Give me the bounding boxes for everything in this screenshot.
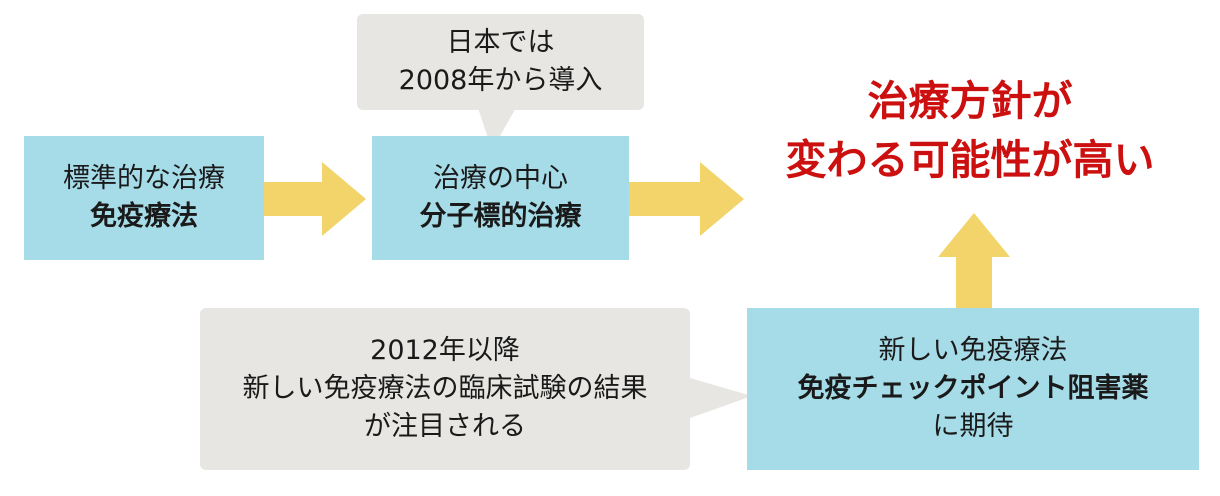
conclusion-line1: 治療方針が [867, 77, 1073, 125]
box-main-treatment: 治療の中心 分子標的治療 [372, 136, 629, 260]
arrow-right-2 [629, 162, 744, 236]
conclusion-line2: 変わる可能性が高い [785, 136, 1155, 185]
callout-japan-line2: 2008年から導入 [398, 65, 603, 96]
callout-since-2012: 2012年以降 新しい免疫療法の臨床試験の結果 が注目される [200, 308, 690, 470]
callout-since-2012-line3: が注目される [364, 411, 526, 443]
box-new-immunotherapy: 新しい免疫療法 免疫チェックポイント阻害薬 に期待 [747, 308, 1199, 470]
arrow-right-1 [264, 162, 366, 236]
callout-tail-2012 [690, 378, 752, 418]
box-new-immunotherapy-line2: 免疫チェックポイント阻害薬 [797, 372, 1149, 404]
box-standard-treatment: 標準的な治療 免疫療法 [24, 136, 264, 260]
box-new-immunotherapy-line3: に期待 [932, 411, 1014, 443]
callout-japan: 日本では 2008年から導入 [357, 14, 644, 110]
callout-tail-japan [478, 108, 516, 150]
box-new-immunotherapy-line1: 新しい免疫療法 [878, 334, 1068, 366]
callout-since-2012-line1: 2012年以降 [370, 334, 520, 366]
callout-since-2012-line2: 新しい免疫療法の臨床試験の結果 [242, 372, 648, 404]
arrow-up [938, 213, 1010, 308]
box-standard-treatment-line2: 免疫療法 [90, 201, 198, 232]
box-main-treatment-line1: 治療の中心 [433, 162, 568, 194]
box-main-treatment-line2: 分子標的治療 [419, 201, 582, 232]
box-standard-treatment-line1: 標準的な治療 [63, 162, 225, 194]
conclusion: 治療方針が 変わる可能性が高い [745, 72, 1195, 191]
callout-japan-line1: 日本では [446, 26, 555, 58]
